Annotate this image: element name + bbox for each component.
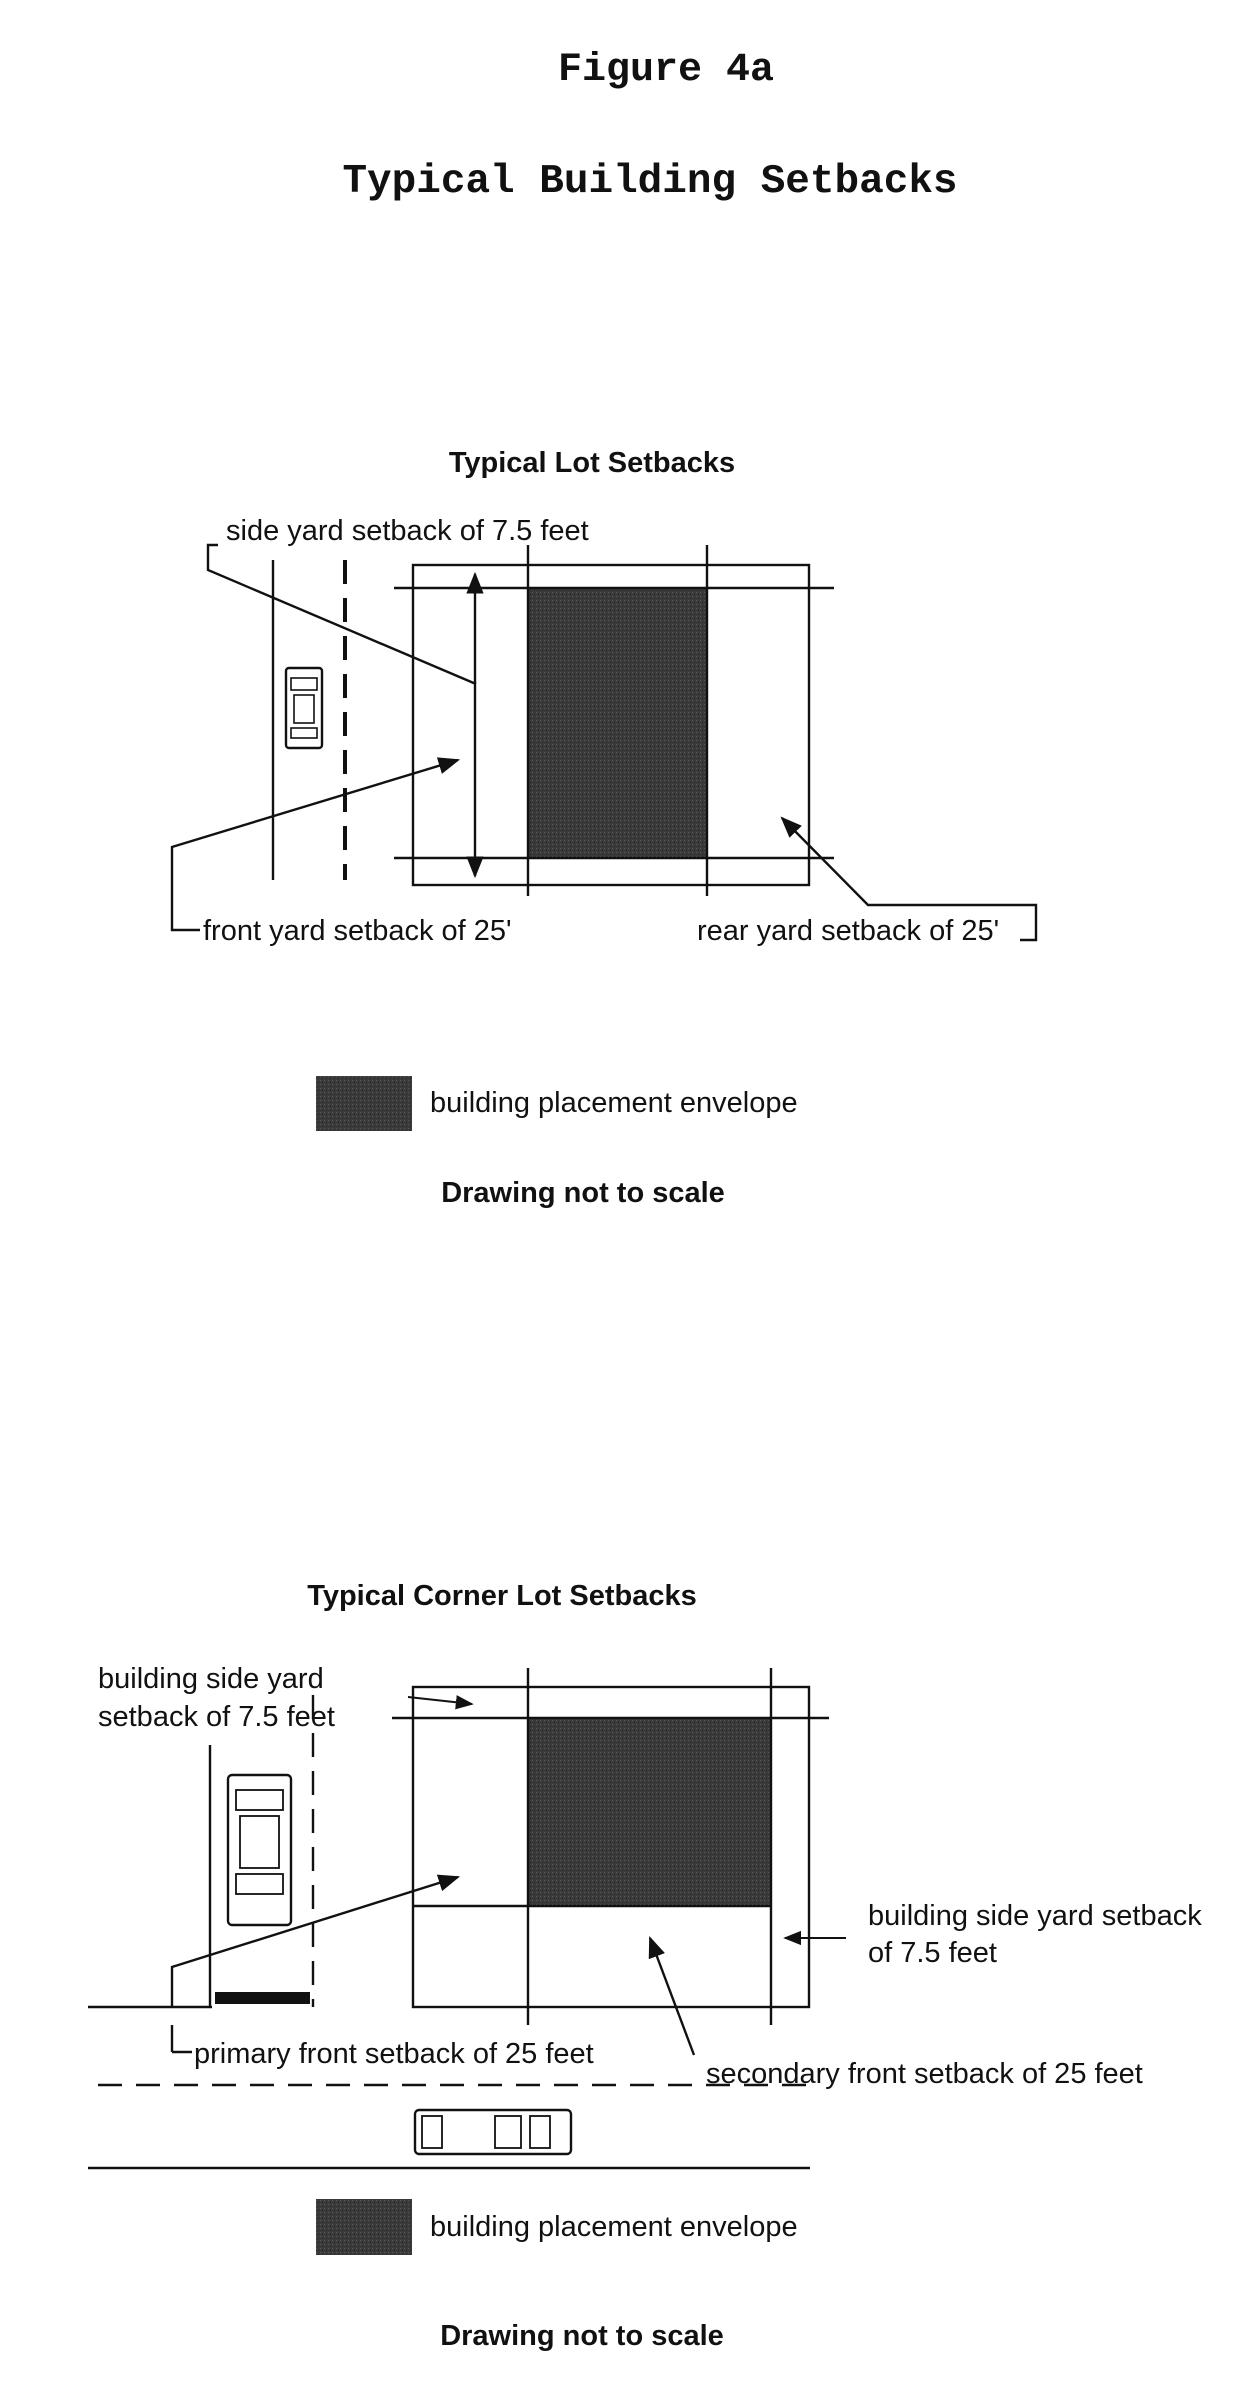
car-icon bbox=[413, 2108, 573, 2156]
scale-note: Drawing not to scale bbox=[440, 2320, 724, 2352]
side-yard-label: side yard setback of 7.5 feet bbox=[226, 515, 589, 547]
corner-diagram-title: Typical Corner Lot Setbacks bbox=[307, 1580, 696, 1612]
side-yard-leader bbox=[206, 543, 477, 686]
lot-setbacks-diagram: Typical Lot Setbacks side yard setback o… bbox=[170, 447, 1038, 1209]
front-yard-leader bbox=[170, 757, 461, 932]
right-side-label-line2: of 7.5 feet bbox=[868, 1937, 997, 1969]
arrow-icon bbox=[407, 1695, 474, 1710]
car-icon bbox=[284, 666, 324, 750]
car-icon bbox=[226, 1773, 293, 1927]
primary-front-leader bbox=[88, 1877, 458, 2009]
legend-swatch bbox=[316, 2199, 412, 2255]
building-envelope bbox=[528, 588, 707, 858]
front-yard-label: front yard setback of 25' bbox=[203, 915, 512, 947]
legend-swatch bbox=[316, 1076, 412, 1131]
side-yard-label-line2: setback of 7.5 feet bbox=[98, 1701, 335, 1733]
building-envelope bbox=[528, 1718, 771, 1906]
scale-note: Drawing not to scale bbox=[441, 1177, 725, 1209]
side-yard-label-line1: building side yard bbox=[98, 1663, 324, 1695]
rear-yard-leader bbox=[780, 816, 1038, 942]
secondary-front-leader bbox=[648, 1935, 696, 2056]
legend-label: building placement envelope bbox=[430, 1087, 798, 1119]
secondary-front-label: secondary front setback of 25 feet bbox=[706, 2058, 1143, 2090]
rear-yard-label: rear yard setback of 25' bbox=[697, 915, 999, 947]
lot-outline bbox=[411, 1685, 811, 2009]
legend-label: building placement envelope bbox=[430, 2211, 798, 2243]
figure-label: Figure 4a bbox=[558, 48, 774, 93]
page-title: Typical Building Setbacks bbox=[342, 159, 957, 205]
corner-lot-setbacks-diagram: Typical Corner Lot Setbacks building sid… bbox=[88, 1580, 1202, 2352]
primary-front-leader-tail bbox=[170, 2025, 192, 2054]
lot-outline bbox=[411, 563, 811, 887]
curb-bar bbox=[215, 1992, 310, 2004]
lot-diagram-title: Typical Lot Setbacks bbox=[449, 447, 735, 479]
right-side-label-line1: building side yard setback bbox=[868, 1900, 1202, 1932]
primary-front-label: primary front setback of 25 feet bbox=[194, 2038, 594, 2070]
